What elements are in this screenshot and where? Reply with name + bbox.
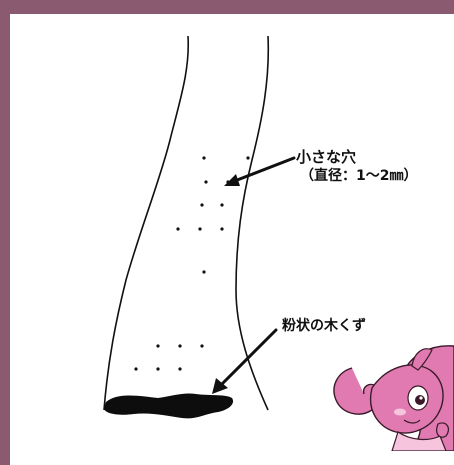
- hole-dot: [134, 367, 138, 371]
- hole-dot: [198, 227, 202, 231]
- hole-dot: [202, 156, 206, 160]
- hole-dot: [220, 203, 224, 207]
- arrow-to-frass: [212, 328, 278, 394]
- hole-dot: [204, 180, 208, 184]
- wood-damage-diagram: [103, 35, 454, 451]
- hole-dot: [156, 367, 160, 371]
- holes-title: 小さな穴: [296, 148, 357, 166]
- hole-dot: [178, 344, 182, 348]
- post-right-edge: [235, 35, 270, 411]
- post-left-edge: [103, 35, 190, 411]
- holes-diameter: （直径：1〜2㎜）: [300, 168, 418, 185]
- small-holes: [134, 156, 250, 371]
- hole-dot: [246, 156, 250, 160]
- holes-callout: 小さな穴 （直径：1〜2㎜）: [296, 148, 418, 185]
- hole-dot: [202, 270, 206, 274]
- squirrel-mascot-icon: [333, 345, 454, 451]
- frass-callout: 粉状の木くず: [282, 318, 366, 334]
- hole-dot: [220, 227, 224, 231]
- hole-dot: [178, 367, 182, 371]
- hole-dot: [200, 344, 204, 348]
- sawdust-pile: [104, 393, 234, 419]
- hole-dot: [200, 203, 204, 207]
- arrow-to-holes: [224, 156, 296, 186]
- hole-dot: [156, 344, 160, 348]
- hole-dot: [176, 227, 180, 231]
